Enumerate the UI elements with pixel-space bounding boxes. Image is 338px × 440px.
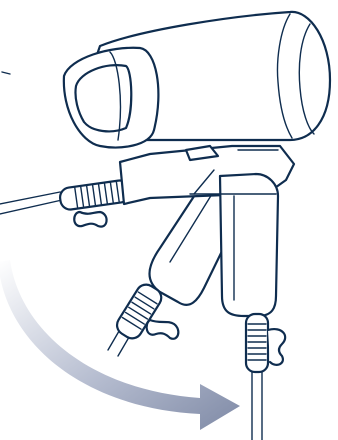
handle-folded (118, 144, 296, 440)
rotation-arrow-icon (0, 260, 240, 430)
power-cord-left (0, 179, 131, 228)
hair-dryer-icon (62, 10, 332, 149)
leader-line (1, 71, 11, 75)
